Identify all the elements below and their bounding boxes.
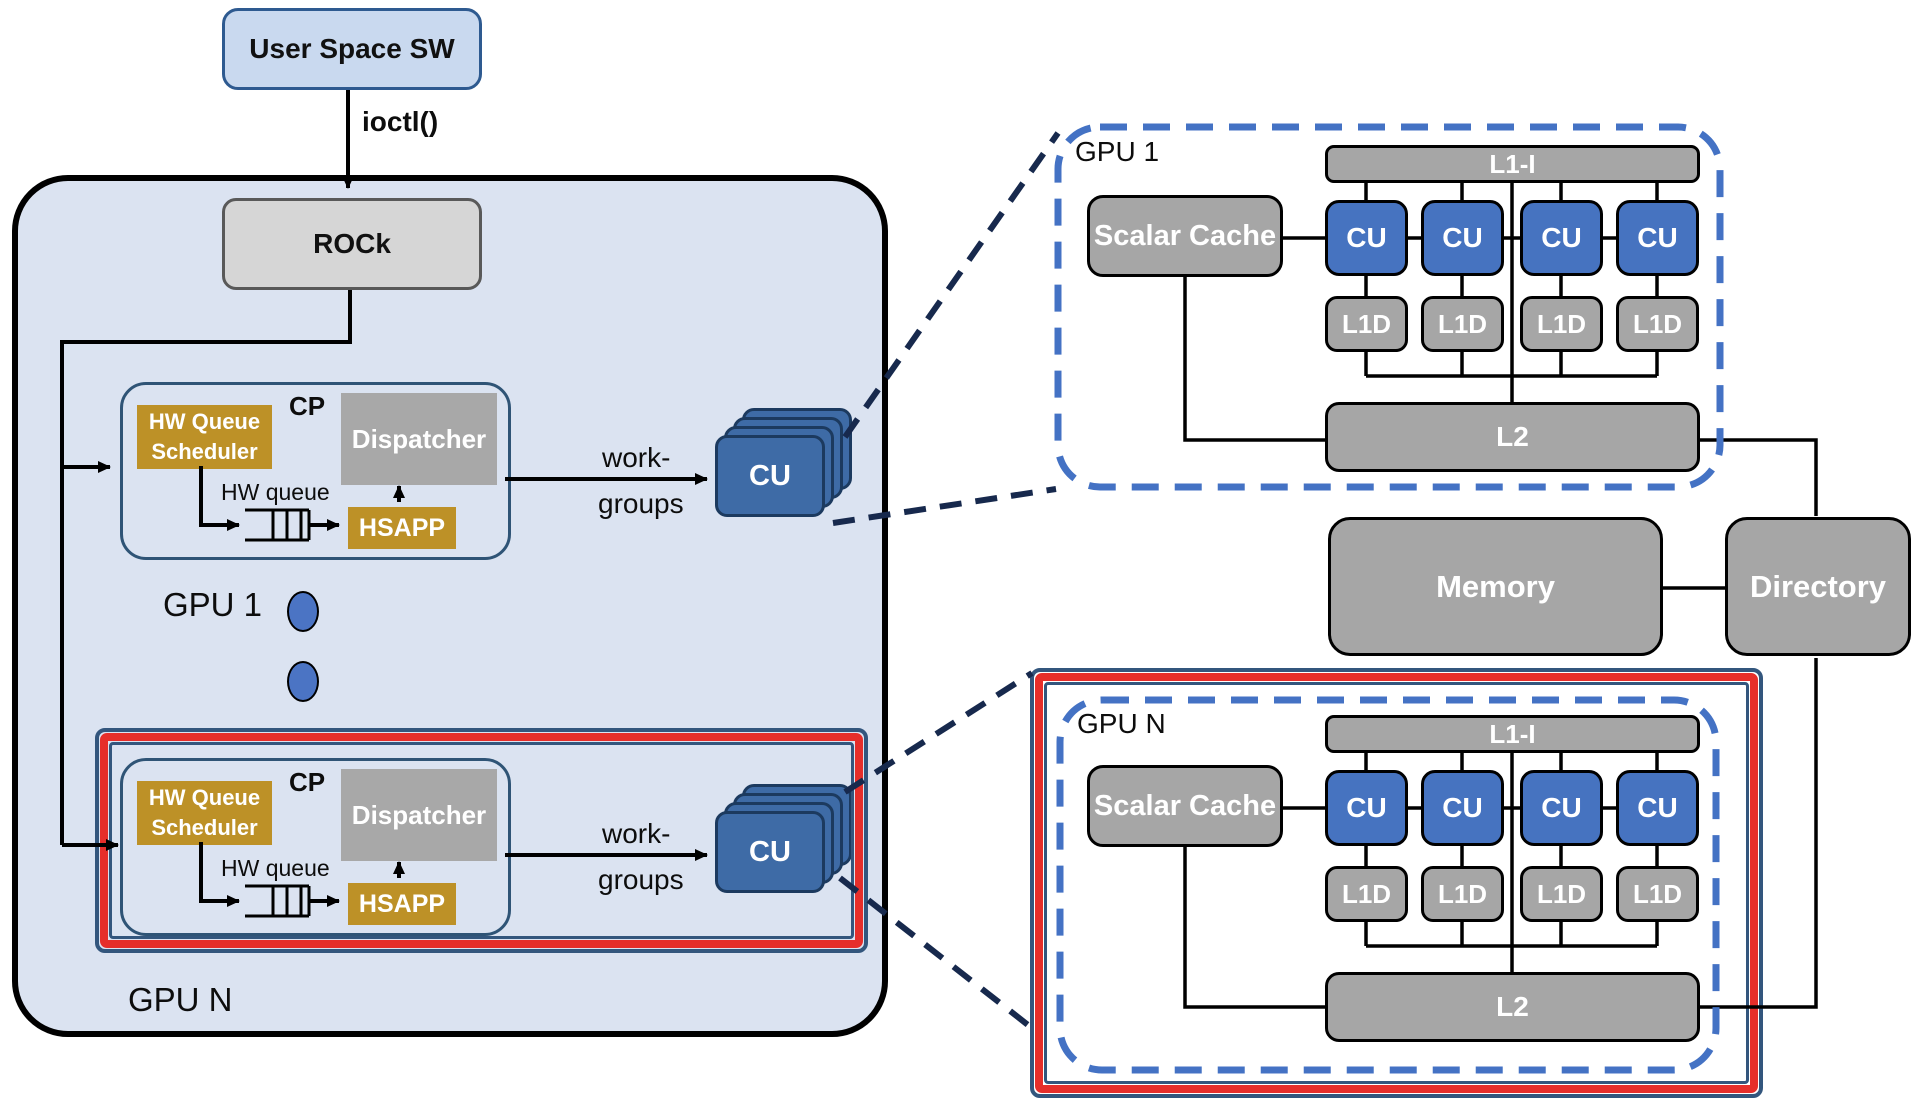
hsapp-box: HSAPP: [348, 883, 456, 925]
l2-cache-bar: L2: [1325, 402, 1700, 472]
navy-border: [109, 742, 854, 939]
l1d-cache-box: L1D: [1421, 296, 1504, 352]
cu-box: CU: [1421, 200, 1504, 276]
cu-stack-front-card: CU: [715, 435, 825, 517]
workgroups-label-line2: groups: [598, 864, 684, 895]
cu-box: CU: [1520, 770, 1603, 846]
gpu1-label: GPU 1: [163, 586, 263, 623]
hw-queue-label: HW queue: [221, 855, 330, 881]
workgroups-label-line1: work-: [602, 818, 671, 849]
memory-box: Memory: [1328, 517, 1663, 656]
l1d-cache-box: L1D: [1325, 866, 1408, 922]
dispatcher-box: Dispatcher: [341, 769, 497, 861]
red-border: [100, 733, 863, 948]
rock-driver-box: ROCk: [222, 198, 482, 290]
dispatcher-box: Dispatcher: [341, 393, 497, 485]
hw-queue-label: HW queue: [221, 479, 330, 505]
gpun-highlight-box-left: [95, 728, 868, 953]
hsapp-box: HSAPP: [348, 507, 456, 549]
l1d-cache-box: L1D: [1520, 296, 1603, 352]
l1d-cache-box: L1D: [1616, 866, 1699, 922]
cu-box: CU: [1616, 770, 1699, 846]
ellipsis-dot: [287, 591, 319, 632]
cu-stack-gpun: CU: [715, 784, 852, 893]
l1d-cache-box: L1D: [1520, 866, 1603, 922]
user-space-sw-box: User Space SW: [222, 8, 482, 90]
workgroups-label-line2: groups: [598, 488, 684, 519]
cu-box: CU: [1520, 200, 1603, 276]
cp-block-gpu1: HW Queue Scheduler CP Dispatcher HW queu…: [120, 382, 511, 560]
l1i-cache-bar: L1-I: [1325, 715, 1700, 753]
hw-queue-scheduler-box: HW Queue Scheduler: [137, 405, 272, 469]
cu-stack-front-card: CU: [715, 811, 825, 893]
gpun-detail-title: GPU N: [1077, 708, 1166, 739]
cu-box: CU: [1325, 770, 1408, 846]
gpu1-detail-title: GPU 1: [1075, 136, 1160, 167]
cu-box: CU: [1325, 200, 1408, 276]
ellipsis-dot: [287, 661, 319, 702]
cp-title: CP: [289, 391, 326, 421]
cu-box: CU: [1616, 200, 1699, 276]
l1d-cache-box: L1D: [1616, 296, 1699, 352]
scalar-cache-box: Scalar Cache: [1087, 765, 1283, 847]
ioctl-label: ioctl(): [362, 106, 439, 137]
directory-box: Directory: [1725, 517, 1911, 656]
gpun-label: GPU N: [128, 981, 233, 1018]
l1d-cache-box: L1D: [1421, 866, 1504, 922]
l2-cache-bar: L2: [1325, 972, 1700, 1042]
cu-stack-gpu1: CU: [715, 408, 852, 517]
cu-box: CU: [1421, 770, 1504, 846]
l1i-cache-bar: L1-I: [1325, 145, 1700, 183]
l1d-cache-box: L1D: [1325, 296, 1408, 352]
scalar-cache-box: Scalar Cache: [1087, 195, 1283, 277]
workgroups-label-line1: work-: [602, 442, 671, 473]
